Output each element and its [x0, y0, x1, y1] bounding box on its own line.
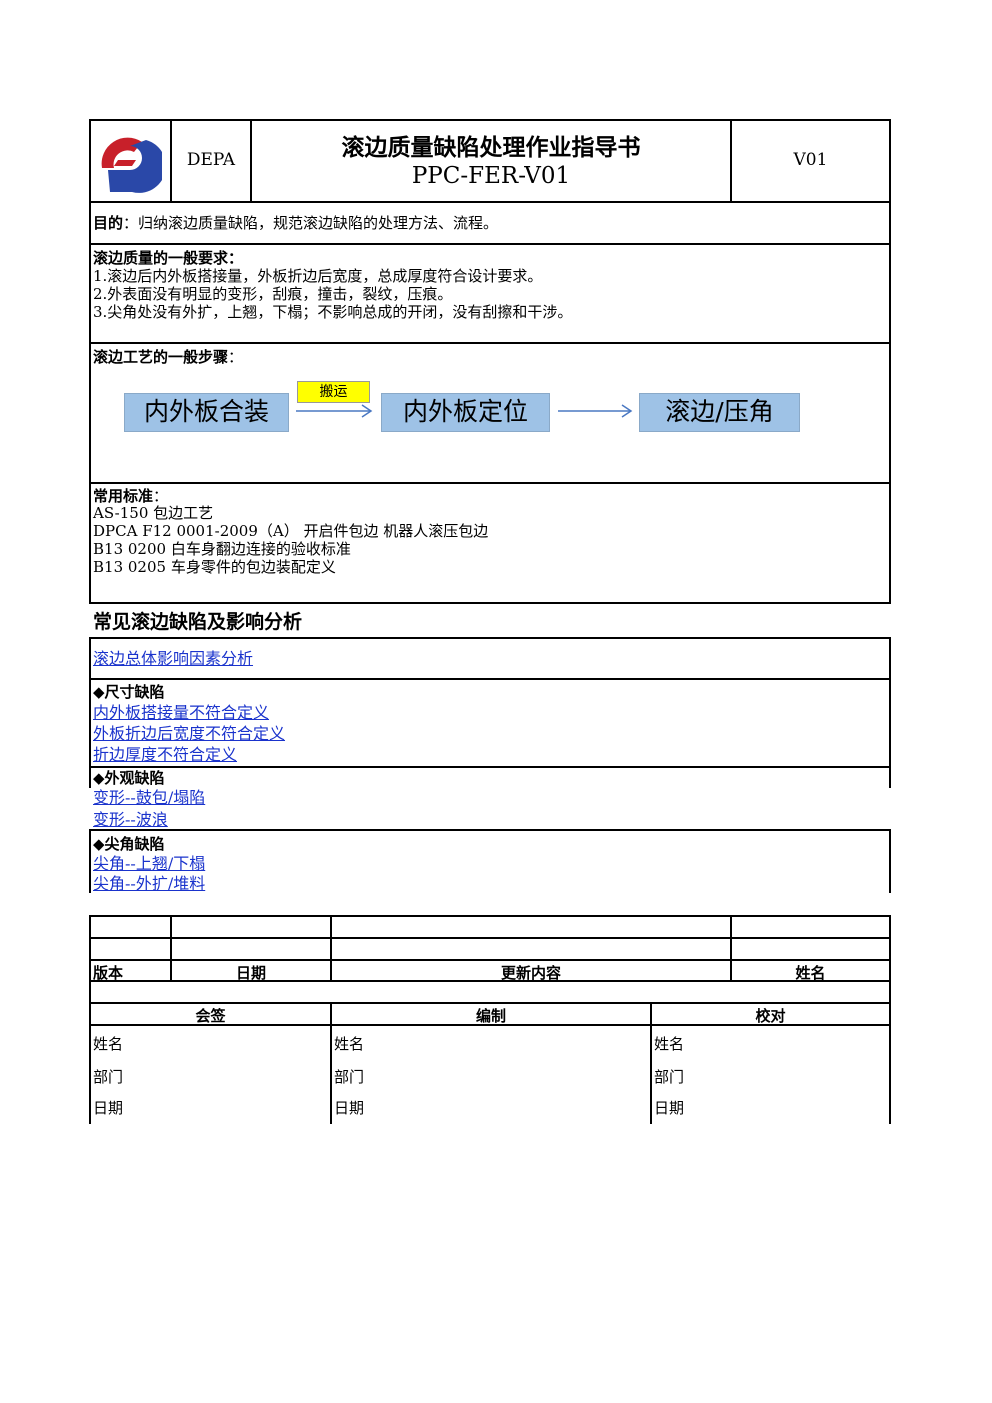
company-name: DEPA	[186, 150, 236, 170]
signoff-dept-label: 部门	[334, 1068, 365, 1086]
document-header	[89, 119, 891, 203]
defect-group-title: ◆外观缺陷	[93, 769, 165, 787]
document-code: PPC-FER-V01	[411, 163, 571, 189]
requirement-item: 2.外表面没有明显的变形，刮痕，撞击，裂纹，压痕。	[93, 285, 453, 303]
defect-link[interactable]: 外板折边后宽度不符合定义	[93, 724, 286, 743]
transport-tag: 搬运	[297, 381, 370, 403]
signoff-name-label: 姓名	[654, 1035, 685, 1053]
purpose-row	[89, 201, 891, 245]
revision-header-date: 日期	[235, 964, 266, 982]
defect-link[interactable]: 变形--鼓包/塌陷	[93, 788, 206, 807]
dimension-defects-group	[89, 678, 891, 768]
arrow-right-icon	[558, 404, 633, 418]
revision-header-content: 更新内容	[500, 964, 561, 982]
defect-link[interactable]: 变形--波浪	[93, 810, 168, 829]
signoff-name-label: 姓名	[334, 1035, 365, 1053]
signoff-header-countersign: 会签	[195, 1007, 226, 1025]
signoff-dept-label: 部门	[93, 1068, 124, 1086]
defect-link[interactable]: 尖角--上翘/下榻	[93, 854, 206, 873]
revision-table	[89, 915, 891, 982]
signoff-date-label: 日期	[93, 1099, 124, 1117]
requirements-heading: 滚边质量的一般要求：	[93, 249, 244, 267]
overall-link-row	[89, 637, 891, 680]
analysis-section-title: 常见滚边缺陷及影响分析	[93, 611, 303, 633]
flow-step-hemming: 滚边/压角	[639, 393, 800, 432]
process-heading: 滚边工艺的一般步骤：	[93, 348, 244, 366]
requirement-item: 1.滚边后内外板搭接量，外板折边后宽度，总成厚度符合设计要求。	[93, 267, 543, 285]
standard-item: B13 0200 白车身翻边连接的验收标准	[93, 540, 351, 558]
flow-step-positioning: 内外板定位	[381, 393, 550, 432]
arrow-right-icon	[296, 404, 373, 418]
flow-step-assembly: 内外板合装	[124, 393, 289, 432]
standards-heading: 常用标准：	[93, 487, 169, 505]
defect-link[interactable]: 折边厚度不符合定义	[93, 745, 238, 764]
signoff-dept-label: 部门	[654, 1068, 685, 1086]
defect-group-title: ◆尺寸缺陷	[93, 683, 165, 701]
requirement-item: 3.尖角处没有外扩，上翘，下榻；不影响总成的开闭，没有刮擦和干涉。	[93, 303, 573, 321]
signoff-header-prepared: 编制	[475, 1007, 506, 1025]
company-logo	[96, 130, 166, 196]
signoff-name-label: 姓名	[93, 1035, 124, 1053]
signoff-header-checked: 校对	[755, 1007, 786, 1025]
process-section	[89, 342, 891, 484]
revision-header-version: 版本	[93, 964, 124, 982]
defect-link[interactable]: 尖角--外扩/堆料	[93, 874, 206, 893]
signoff-date-label: 日期	[334, 1099, 365, 1117]
standard-item: AS-150 包边工艺	[93, 504, 214, 522]
standards-section	[89, 482, 891, 604]
signoff-date-label: 日期	[654, 1099, 685, 1117]
overall-factors-link[interactable]: 滚边总体影响因素分析	[93, 649, 254, 668]
purpose-text: 目的：归纳滚边质量缺陷，规范滚边缺陷的处理方法、流程。	[93, 214, 499, 232]
document-title: 滚边质量缺陷处理作业指导书	[341, 135, 641, 161]
requirements-section	[89, 243, 891, 344]
revision-header-name: 姓名	[795, 964, 826, 982]
defect-group-title: ◆尖角缺陷	[93, 835, 165, 853]
defect-link[interactable]: 内外板搭接量不符合定义	[93, 703, 270, 722]
standard-item: DPCA F12 0001-2009（A） 开启件包边 机器人滚压包边	[93, 522, 489, 540]
standard-item: B13 0205 车身零件的包边装配定义	[93, 558, 336, 576]
purpose-label: 目的	[93, 214, 124, 232]
version-label: V01	[793, 150, 828, 170]
